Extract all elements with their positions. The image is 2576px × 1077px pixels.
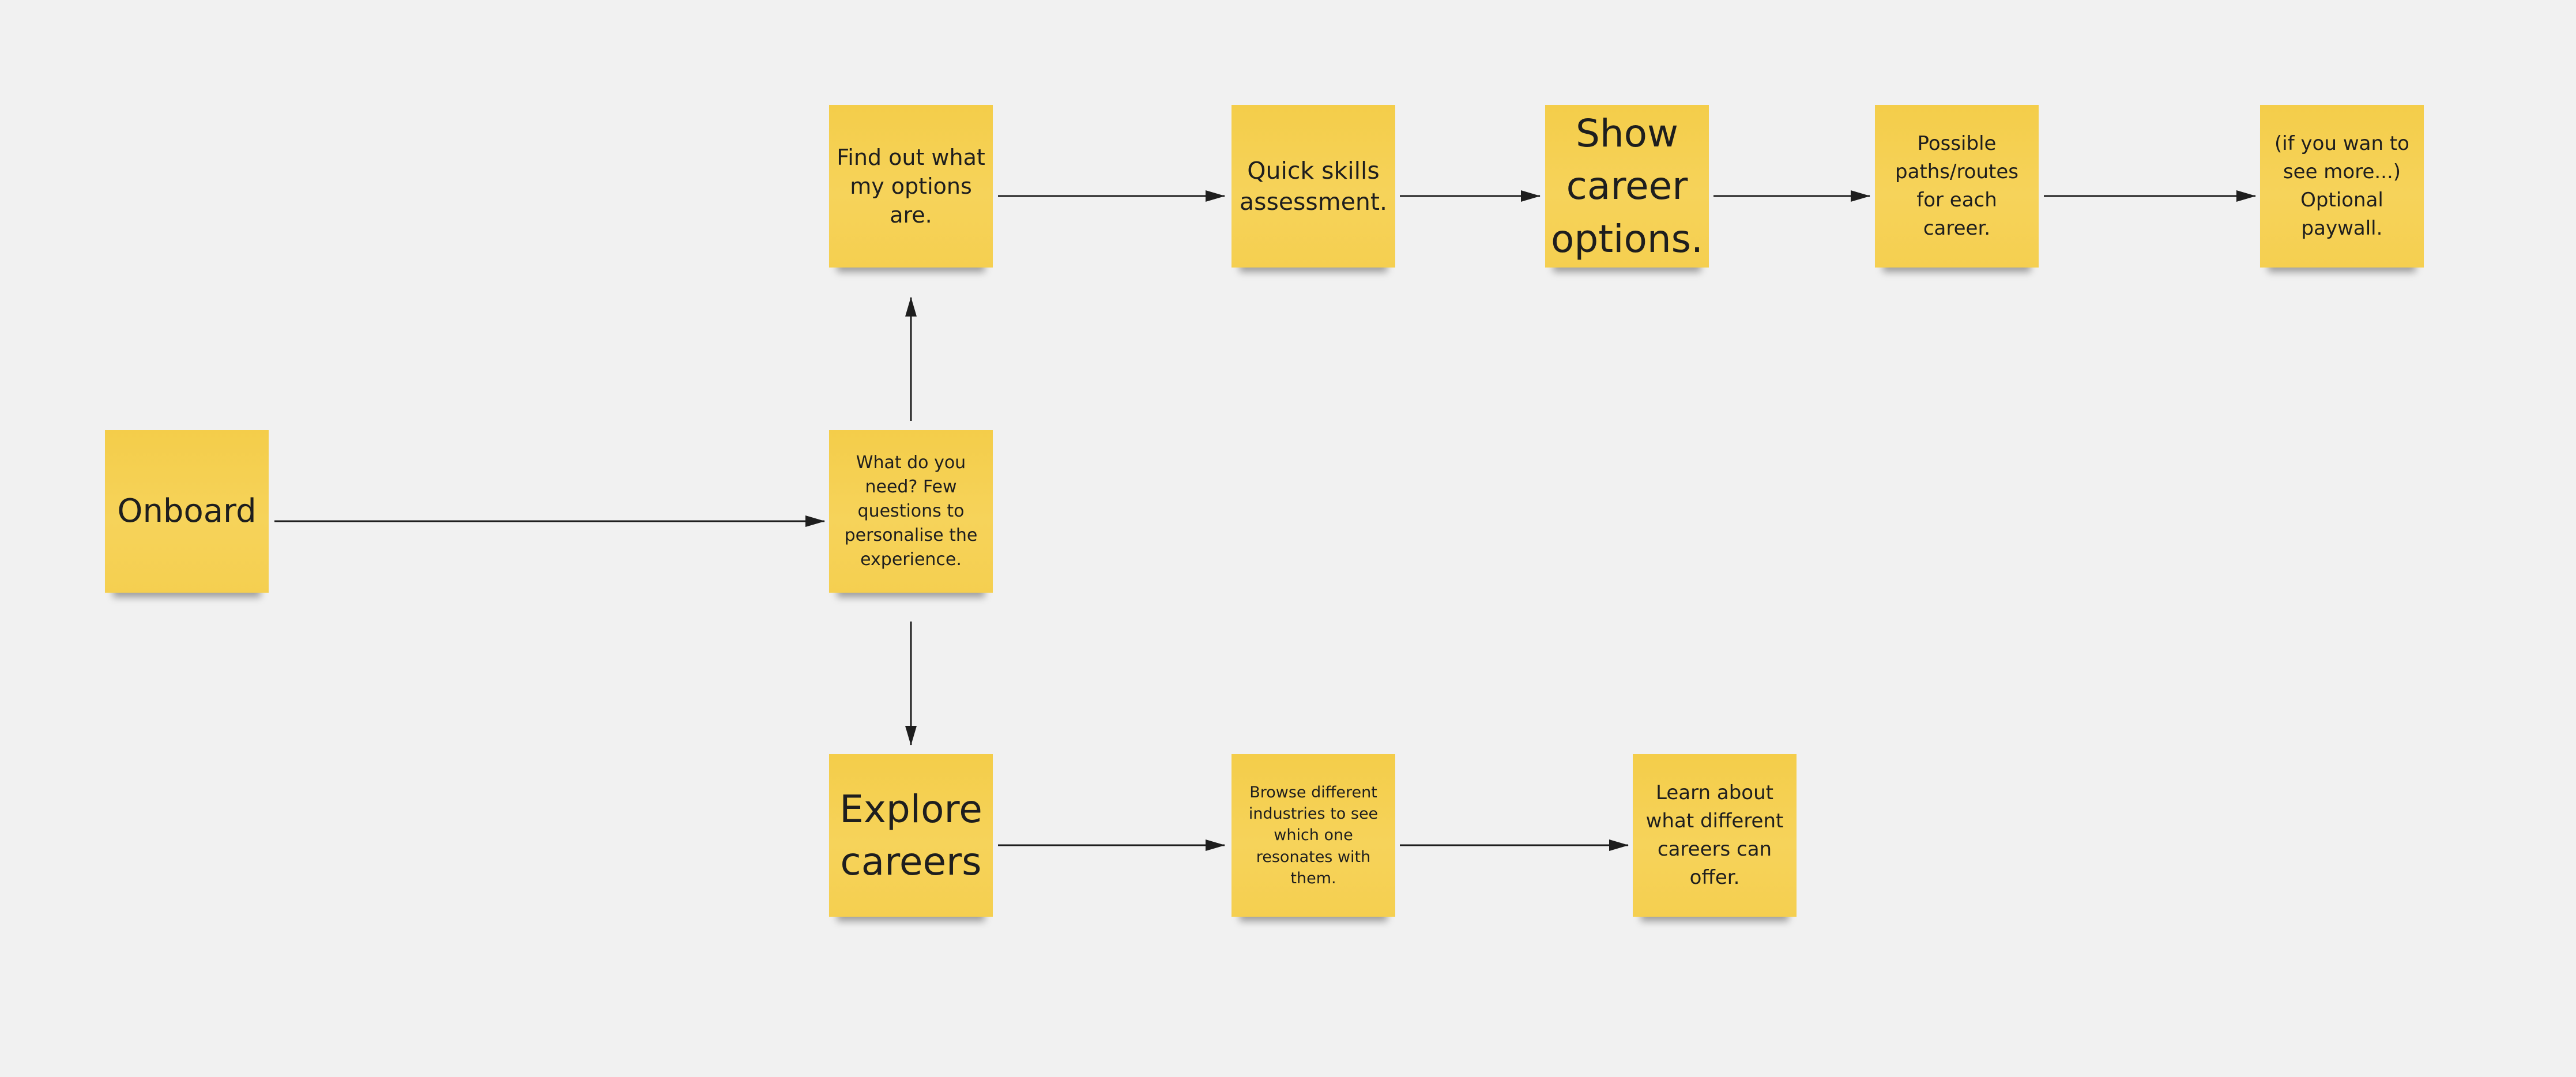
sticky-note-browse-text: Browse different industries to see which… bbox=[1248, 783, 1379, 887]
sticky-note-onboard-text: Onboard bbox=[117, 492, 257, 530]
sticky-note-onboard[interactable]: Onboard bbox=[105, 430, 269, 593]
sticky-note-paywall[interactable]: (if you wan to see more...) Optional pay… bbox=[2260, 105, 2424, 268]
sticky-note-explore-text: Explore careers bbox=[839, 786, 982, 884]
sticky-note-paywall-text: (if you wan to see more...) Optional pay… bbox=[2274, 132, 2409, 240]
sticky-note-find-options[interactable]: Find out what my options are. bbox=[829, 105, 993, 268]
sticky-note-learn-text: Learn about what different careers can o… bbox=[1645, 781, 1784, 889]
sticky-note-paths-text: Possible paths/routes for each career. bbox=[1895, 132, 2018, 240]
sticky-note-show-career[interactable]: Show career options. bbox=[1545, 105, 1709, 268]
sticky-note-skills-text: Quick skills assessment. bbox=[1239, 156, 1388, 216]
sticky-note-browse[interactable]: Browse different industries to see which… bbox=[1231, 754, 1395, 917]
sticky-note-find-options-text: Find out what my options are. bbox=[837, 144, 985, 228]
sticky-note-show-career-text: Show career options. bbox=[1550, 111, 1704, 261]
sticky-note-needs[interactable]: What do you need? Few questions to perso… bbox=[829, 430, 993, 593]
sticky-note-needs-text: What do you need? Few questions to perso… bbox=[844, 453, 978, 570]
sticky-note-explore[interactable]: Explore careers bbox=[829, 754, 993, 917]
sticky-note-skills[interactable]: Quick skills assessment. bbox=[1231, 105, 1395, 268]
sticky-note-paths[interactable]: Possible paths/routes for each career. bbox=[1875, 105, 2039, 268]
sticky-note-learn[interactable]: Learn about what different careers can o… bbox=[1633, 754, 1797, 917]
